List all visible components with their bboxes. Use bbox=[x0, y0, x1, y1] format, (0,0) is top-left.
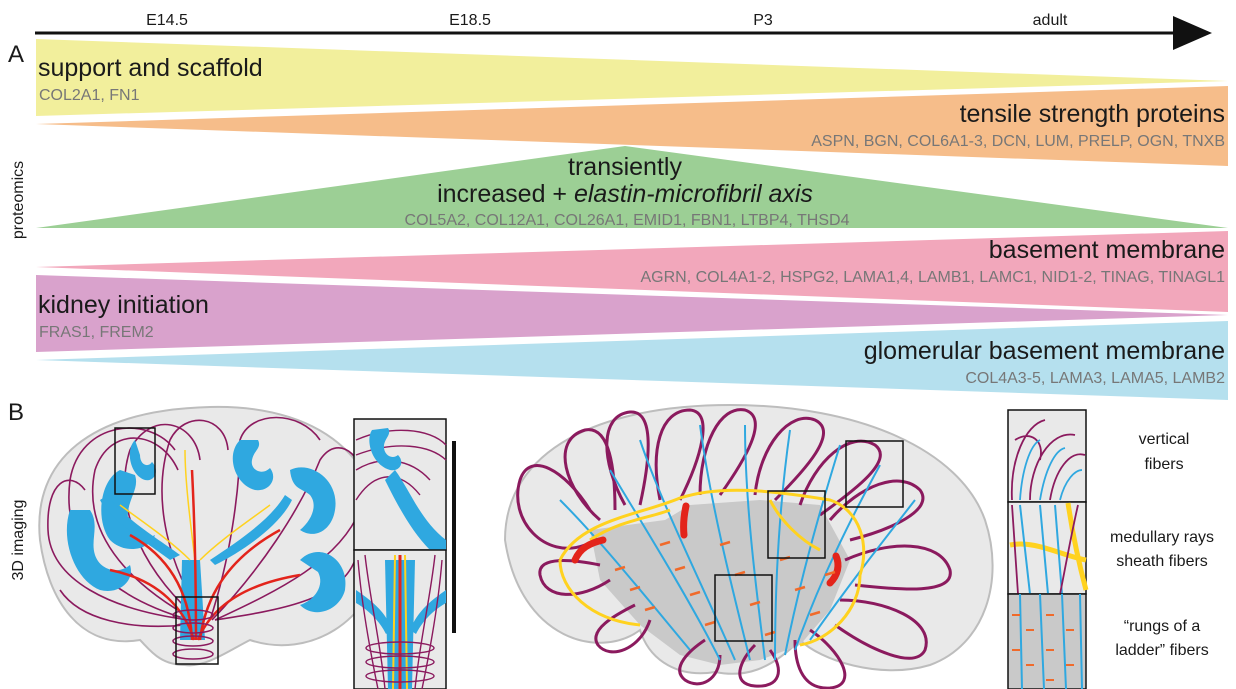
label-sheath-line1: medullary rays bbox=[1110, 529, 1214, 546]
band-transient-title-line1: transiently bbox=[568, 153, 682, 181]
panel-a-letter: A bbox=[8, 41, 24, 68]
timeline-label-e18: E18.5 bbox=[449, 12, 491, 29]
label-rungs-line1: “rungs of a bbox=[1124, 618, 1201, 635]
timeline-label-p3: P3 bbox=[753, 12, 773, 29]
band-initiation-title: kidney initiation bbox=[38, 291, 209, 319]
label-sheath-line2: sheath fibers bbox=[1116, 553, 1208, 570]
band-support-proteins: COL2A1, FN1 bbox=[39, 87, 140, 104]
label-rungs-line2: ladder” fibers bbox=[1115, 642, 1208, 659]
band-transient-title-line2: increased + elastin-microfibril axis bbox=[437, 180, 813, 208]
band-glomerular-proteins: COL4A3-5, LAMA3, LAMA5, LAMB2 bbox=[965, 370, 1225, 387]
proteomics-label: proteomics bbox=[10, 161, 27, 239]
band-transient-proteins: COL5A2, COL12A1, COL26A1, EMID1, FBN1, L… bbox=[405, 212, 850, 229]
timeline-arrowhead bbox=[1173, 16, 1212, 50]
band-initiation-proteins: FRAS1, FREM2 bbox=[39, 324, 154, 341]
imaging-label: 3D imaging bbox=[10, 500, 27, 581]
timeline: E14.5 E18.5 P3 adult bbox=[35, 12, 1212, 50]
panel-b-letter: B bbox=[8, 399, 24, 426]
band-glomerular-title: glomerular basement membrane bbox=[864, 337, 1225, 365]
label-vertical-line2: fibers bbox=[1144, 456, 1183, 473]
panel-a: A proteomics support and scaffold COL2A1… bbox=[8, 39, 1228, 400]
adult-zoom-insets bbox=[1008, 410, 1086, 689]
band-support-title: support and scaffold bbox=[38, 54, 263, 82]
band-basement-proteins: AGRN, COL4A1-2, HSPG2, LAMA1,4, LAMB1, L… bbox=[641, 269, 1226, 286]
band-transient-title-italic: elastin-microfibril axis bbox=[574, 180, 813, 208]
embryonic-kidney bbox=[39, 407, 381, 665]
timeline-label-adult: adult bbox=[1033, 12, 1068, 29]
band-transient-title-plain: increased + bbox=[437, 180, 574, 208]
timeline-label-e14: E14.5 bbox=[146, 12, 188, 29]
band-tensile-proteins: ASPN, BGN, COL6A1-3, DCN, LUM, PRELP, OG… bbox=[811, 133, 1225, 150]
adult-kidney bbox=[505, 405, 993, 688]
band-tensile-title: tensile strength proteins bbox=[960, 100, 1225, 128]
panel-b: B 3D imaging bbox=[8, 399, 1214, 689]
band-basement-title: basement membrane bbox=[989, 236, 1225, 264]
inset-labels: vertical fibers medullary rays sheath fi… bbox=[1110, 431, 1214, 659]
label-vertical-line1: vertical bbox=[1139, 431, 1190, 448]
embryonic-zoom-insets bbox=[354, 419, 454, 689]
